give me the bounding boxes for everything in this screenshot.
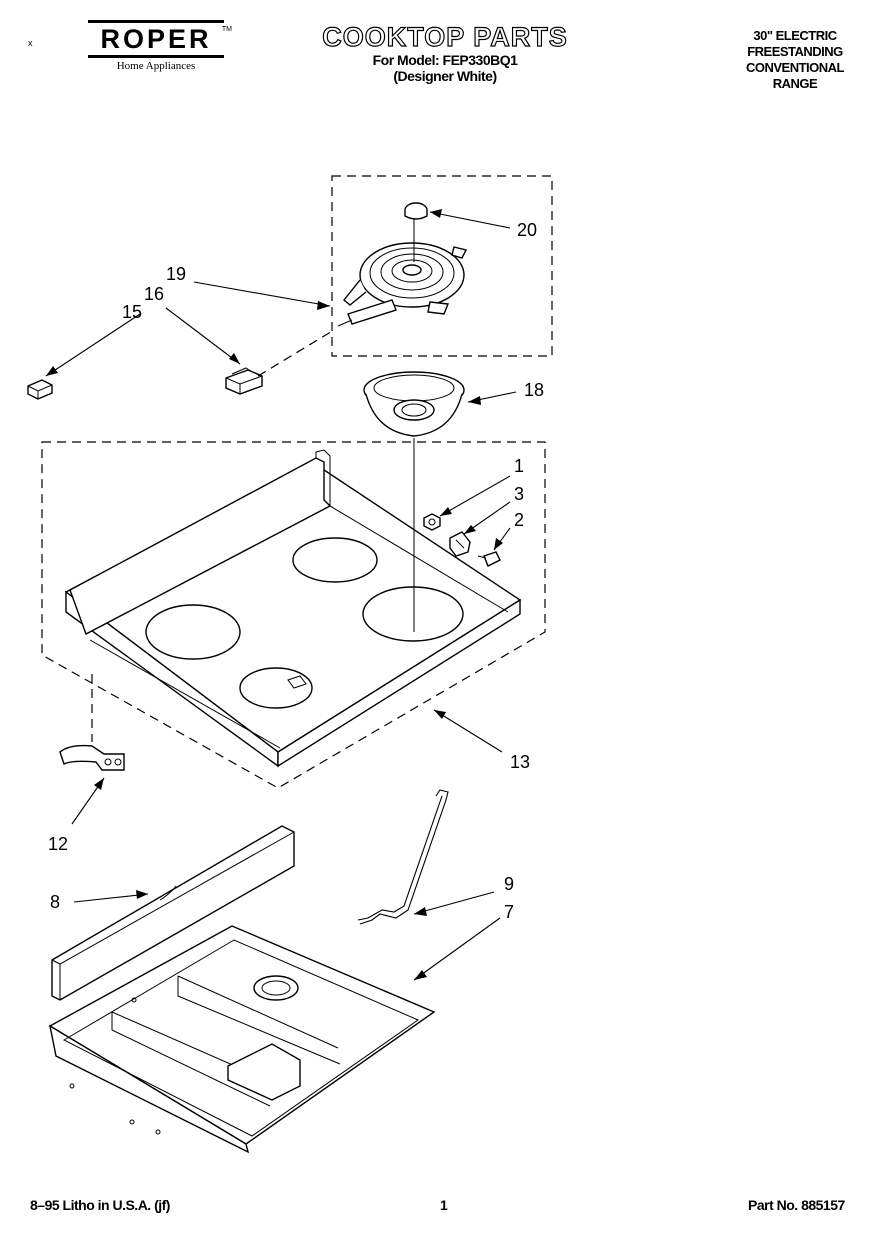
part-9-rod (357, 789, 449, 925)
part-13-cooktop (64, 449, 522, 768)
connector-line (257, 329, 335, 377)
callout-7: 7 (504, 902, 514, 922)
part-8-rear-panel (51, 825, 295, 1001)
part-18-drip-bowl (363, 371, 465, 437)
callout-12: 12 (48, 834, 68, 854)
part-2-screw (477, 551, 501, 567)
brand-logo-box: ROPER (88, 20, 224, 58)
model-line: For Model: FEP330BQ1 (372, 52, 518, 68)
footer-part-number: Part No. 885157 (748, 1197, 845, 1213)
part-7-burner-box (48, 925, 436, 1154)
part-15-clip (27, 379, 53, 400)
page-title: COOKTOP PARTS (322, 21, 568, 52)
part-19-surface-element (337, 242, 468, 327)
callout-9: 9 (504, 874, 514, 894)
callout-19: 19 (166, 264, 186, 284)
part-20-cap (404, 202, 428, 220)
cooktop-group-box (41, 441, 546, 789)
footer-print-info: 8–95 Litho in U.S.A. (jf) (30, 1197, 170, 1213)
spec-line-3: CONVENTIONAL (746, 60, 845, 75)
spec-block: 30" ELECTRIC FREESTANDING CONVENTIONAL R… (730, 28, 860, 92)
callout-20: 20 (517, 220, 537, 240)
callout-15: 15 (122, 302, 142, 322)
callout-16: 16 (144, 284, 164, 304)
part-12-wire-harness (59, 744, 125, 771)
brand-logo: ROPER TM Home Appliances (88, 20, 232, 72)
spec-line-1: 30" ELECTRIC (753, 28, 837, 43)
spec-line-2: FREESTANDING (747, 44, 843, 59)
callout-18: 18 (524, 380, 544, 400)
callout-3: 3 (514, 484, 524, 504)
color-line: (Designer White) (393, 68, 497, 84)
element-group-box (331, 175, 553, 357)
spec-line-4: RANGE (772, 76, 818, 91)
part-1-nut (423, 513, 441, 531)
callout-2: 2 (514, 510, 524, 530)
footer-page-number: 1 (440, 1197, 448, 1213)
callout-8: 8 (50, 892, 60, 912)
trademark: TM (221, 26, 232, 33)
part-16-terminal-block (225, 367, 263, 395)
title-block: COOKTOP PARTS For Model: FEP330BQ1 (Desi… (300, 21, 590, 84)
callout-1: 1 (514, 456, 524, 476)
callout-13: 13 (510, 752, 530, 772)
leader-lines (45, 209, 517, 981)
part-3-clip (449, 531, 471, 557)
brand-subtitle: Home Appliances (116, 60, 196, 72)
brand-name: ROPER (100, 24, 212, 54)
corner-mark: x (28, 38, 33, 48)
